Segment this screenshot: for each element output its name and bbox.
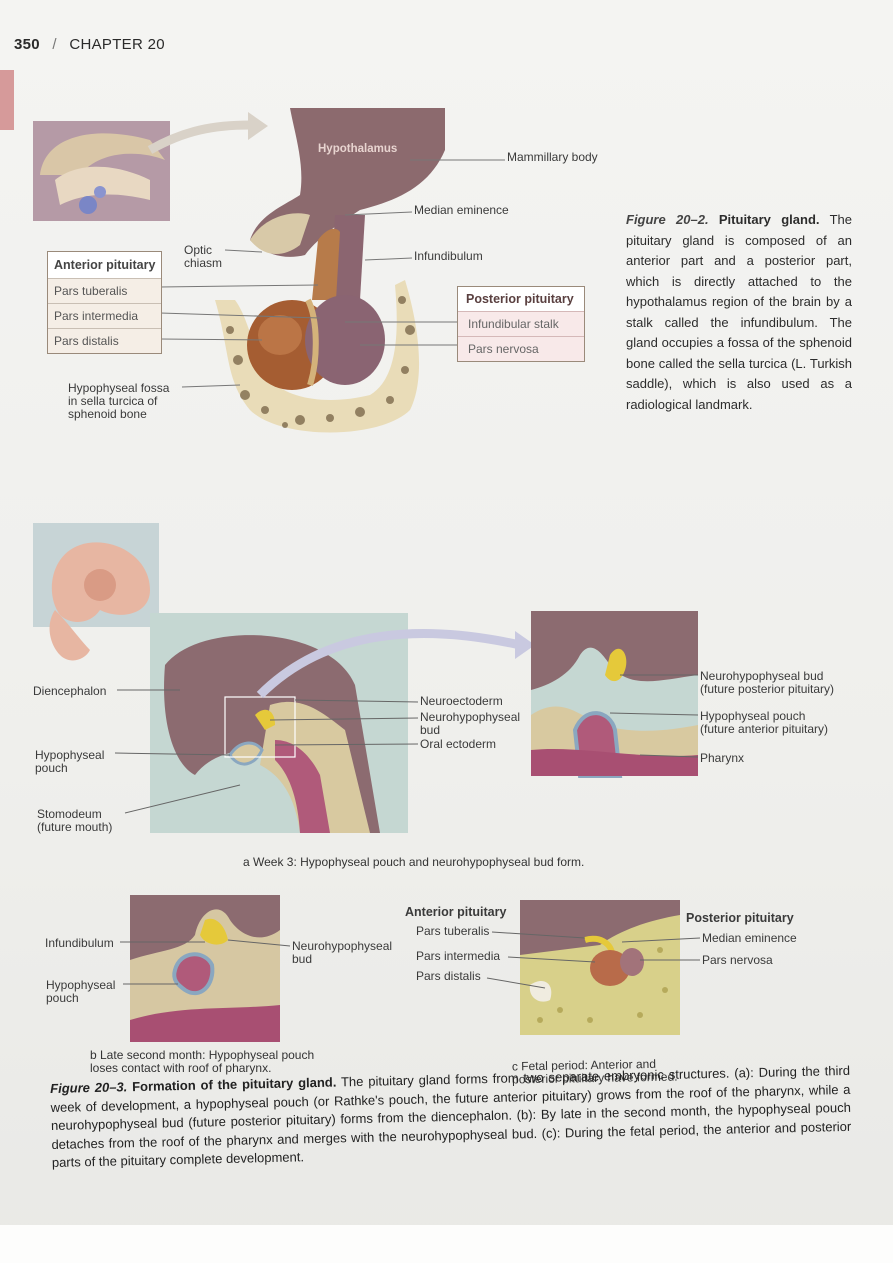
optic-chiasm-label: Optic chiasm bbox=[184, 243, 223, 270]
pars-nervosa-label: Pars nervosa bbox=[458, 336, 584, 361]
fig3a-illustration bbox=[33, 523, 699, 833]
header-separator: / bbox=[52, 36, 57, 53]
posterior-pituitary-box: Posterior pituitary Infundibular stalk P… bbox=[457, 286, 585, 362]
inset-arrow bbox=[147, 120, 251, 154]
brain-inset bbox=[33, 121, 170, 221]
pituitary-gland-illustration: Hypothalamus bbox=[33, 108, 505, 433]
hypophyseal-pouch-label-a: Hypophyseal pouch bbox=[35, 748, 105, 775]
infundibular-stalk-label: Infundibular stalk bbox=[458, 311, 584, 336]
future-posterior-label: Neurohypophyseal bud (future posterior p… bbox=[700, 669, 835, 696]
oral-ectoderm-label: Oral ectoderm bbox=[420, 737, 497, 751]
infundibulum-label-b: Infundibulum bbox=[45, 936, 114, 950]
pars-intermedia-label-c: Pars intermedia bbox=[416, 949, 501, 963]
posterior-pituitary-title: Posterior pituitary bbox=[458, 287, 584, 311]
median-eminence-label-c: Median eminence bbox=[702, 931, 797, 945]
fig3-title: Formation of the pituitary gland. bbox=[131, 1074, 337, 1095]
neurohypophyseal-bud-label-b: Neurohypophyseal bud bbox=[292, 939, 393, 966]
median-eminence-label: Median eminence bbox=[414, 203, 509, 217]
anterior-pituitary-title: Anterior pituitary bbox=[48, 252, 161, 278]
pars-distalis-label-c: Pars distalis bbox=[416, 969, 481, 983]
pars-tuberalis-label-c: Pars tuberalis bbox=[416, 924, 490, 938]
anterior-pituitary-box: Anterior pituitary Pars tuberalis Pars i… bbox=[47, 251, 162, 354]
page-bottom-margin bbox=[0, 1225, 893, 1263]
fig2-title: Pituitary gland. bbox=[718, 212, 820, 227]
figure-20-2-caption: Figure 20–2. Pituitary gland. The pituit… bbox=[626, 210, 852, 415]
mammillary-body-label: Mammillary body bbox=[507, 150, 598, 164]
neuroectoderm-label: Neuroectoderm bbox=[420, 694, 503, 708]
pharynx-label: Pharynx bbox=[700, 751, 745, 765]
chapter-title: CHAPTER 20 bbox=[69, 36, 165, 53]
fig2-text: The pituitary gland is composed of an an… bbox=[626, 212, 852, 412]
anterior-pituitary-title-c: Anterior pituitary bbox=[405, 905, 507, 919]
stomodeum-label: Stomodeum (future mouth) bbox=[37, 807, 113, 834]
fig3bc-illustration bbox=[120, 895, 701, 1042]
future-anterior-label: Hypophyseal pouch (future anterior pitui… bbox=[700, 709, 829, 736]
pars-intermedia-label: Pars intermedia bbox=[48, 303, 161, 328]
fig3a-subcaption: a Week 3: Hypophyseal pouch and neurohyp… bbox=[243, 855, 585, 869]
pars-distalis-label: Pars distalis bbox=[48, 328, 161, 353]
fig3-number: Figure 20–3. bbox=[50, 1079, 128, 1096]
hypophyseal-pouch-label-b: Hypophyseal pouch bbox=[46, 978, 116, 1005]
chapter-tab bbox=[0, 70, 14, 130]
page-number: 350 bbox=[14, 36, 40, 53]
hypothalamus-label: Hypothalamus bbox=[318, 143, 397, 155]
running-header: 350 / CHAPTER 20 bbox=[14, 36, 165, 53]
fig3b-subcaption: b Late second month: Hypophyseal pouch l… bbox=[90, 1048, 315, 1075]
pars-tuberalis-label: Pars tuberalis bbox=[48, 278, 161, 303]
pars-nervosa-label-c: Pars nervosa bbox=[702, 953, 773, 967]
neurohypophyseal-bud-label-a: Neurohypophyseal bud bbox=[420, 710, 521, 737]
figure-20-3-caption: Figure 20–3. Formation of the pituitary … bbox=[50, 1062, 852, 1173]
hypophyseal-fossa-label: Hypophyseal fossa in sella turcica of sp… bbox=[68, 381, 170, 421]
infundibulum-label: Infundibulum bbox=[414, 249, 483, 263]
diencephalon-label: Diencephalon bbox=[33, 684, 107, 698]
sphenoid-bone bbox=[215, 280, 420, 433]
posterior-pituitary-title-c: Posterior pituitary bbox=[686, 911, 794, 925]
fig2-number: Figure 20–2. bbox=[626, 212, 709, 227]
posterior-lobe bbox=[305, 295, 385, 385]
